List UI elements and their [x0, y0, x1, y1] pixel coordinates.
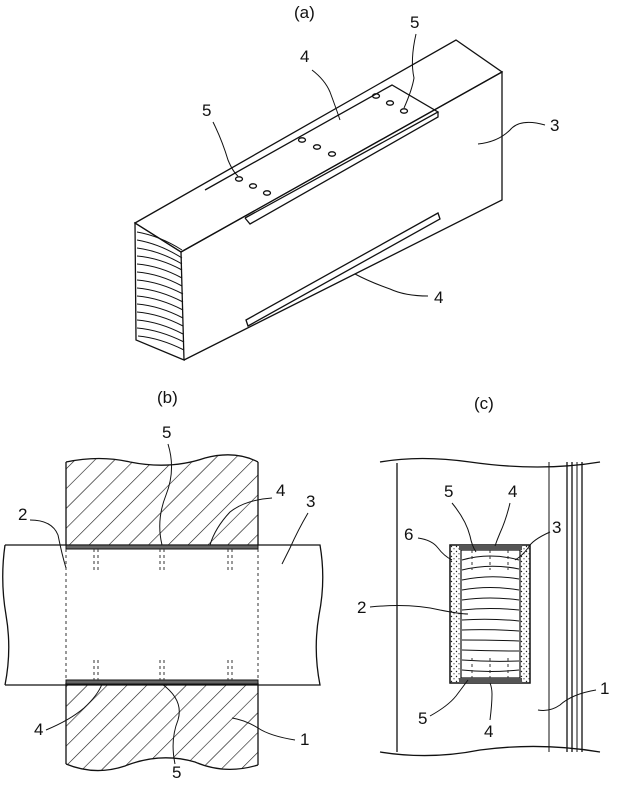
leader-b-5-top	[159, 443, 172, 546]
label-a-5-left: 5	[202, 101, 211, 120]
bottom-plate-4	[65, 679, 259, 685]
label-c-1: 1	[600, 679, 609, 698]
panel-c-caption: (c)	[474, 394, 494, 413]
label-c-5-top: 5	[444, 482, 453, 501]
label-b-5-bottom: 5	[172, 763, 181, 782]
dowel-holes-left	[234, 176, 272, 196]
insert-member-3	[5, 544, 324, 686]
dowel-holes-center	[297, 137, 337, 157]
label-a-4-bottom: 4	[434, 288, 443, 307]
dowel-holes-right	[371, 93, 409, 114]
insert-left-break	[2, 544, 10, 686]
leader-b-4-top	[209, 497, 273, 546]
insert-grain	[461, 555, 520, 672]
label-c-4-top: 4	[508, 482, 517, 501]
member-1-bottom-break	[379, 745, 601, 757]
leader-a-4-bottom	[354, 273, 429, 297]
label-c-2: 2	[357, 598, 366, 617]
leader-c-5-bottom	[429, 679, 469, 717]
label-b-5-top: 5	[162, 423, 171, 442]
top-plate-edge	[244, 112, 439, 225]
top-member-break	[65, 454, 259, 466]
panel-b-caption: (b)	[157, 388, 178, 407]
leader-c-1	[537, 689, 597, 711]
leader-a-4-top	[311, 69, 341, 121]
leader-a-5-right	[403, 33, 417, 109]
panel-c: (c)	[357, 394, 609, 757]
top-plate-4	[65, 544, 259, 550]
top-plate-outline	[204, 84, 440, 219]
end-grain-lines	[136, 231, 185, 351]
bottom-member-hatch	[66, 683, 258, 771]
member-1-top-break	[379, 457, 601, 468]
leader-c-6	[417, 537, 453, 561]
label-b-1: 1	[300, 730, 309, 749]
panel-a: (a)	[133, 3, 559, 361]
label-a-5-right: 5	[410, 13, 419, 32]
label-c-4-bottom: 4	[484, 722, 493, 741]
leader-b-2	[29, 519, 67, 569]
label-c-6: 6	[404, 525, 413, 544]
label-b-3: 3	[306, 492, 315, 511]
block-front-face	[180, 70, 503, 361]
label-c-3: 3	[552, 518, 561, 537]
label-b-4-top: 4	[276, 481, 285, 500]
label-a-4-top: 4	[300, 47, 309, 66]
leader-b-4-bottom	[45, 683, 103, 731]
block-top-face	[133, 39, 504, 253]
hidden-lines-b	[65, 549, 259, 680]
bottom-plate-slot	[245, 212, 441, 327]
leader-a-5-left	[212, 121, 239, 177]
label-b-4-bottom: 4	[34, 720, 43, 739]
label-b-2: 2	[18, 505, 27, 524]
end-grain-face	[134, 221, 185, 361]
top-plate-4-c	[459, 545, 522, 550]
bottom-member-break	[65, 757, 259, 772]
label-c-5-bottom: 5	[418, 709, 427, 728]
bottom-plate-4-c	[459, 678, 522, 683]
leader-c-4-bottom	[489, 682, 493, 721]
block-3d	[133, 39, 504, 361]
leader-b-5-bottom	[161, 683, 180, 765]
leader-c-3	[514, 531, 551, 561]
panel-b: (b)	[2, 388, 324, 782]
leader-c-4-top	[494, 502, 511, 547]
leader-c-2	[369, 605, 469, 615]
leader-c-5-top	[451, 502, 477, 553]
leader-b-1	[231, 717, 296, 741]
member-1-edge-lines	[548, 462, 583, 752]
panel-a-caption: (a)	[294, 3, 315, 22]
insert-3	[460, 549, 521, 679]
label-a-3: 3	[550, 116, 559, 135]
top-member-hatch	[66, 454, 258, 545]
leader-a-3	[477, 121, 546, 145]
leader-b-3	[281, 512, 309, 565]
